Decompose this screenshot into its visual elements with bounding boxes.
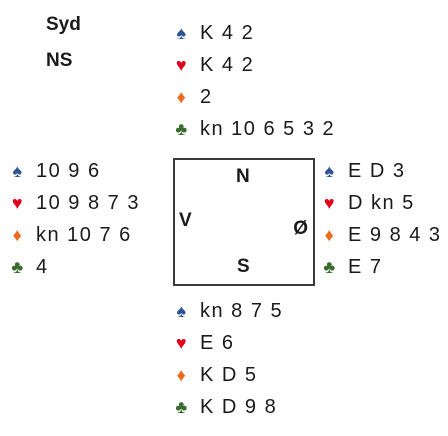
vulnerability-label: NS xyxy=(46,50,73,71)
south-diamonds-row: ♦ K D 5 xyxy=(170,359,283,391)
west-hearts-row: ♥ 10 9 8 7 3 xyxy=(6,187,140,219)
east-spades-row: ♠ E D 3 xyxy=(318,155,442,187)
south-clubs-cards: K D 9 8 xyxy=(200,395,278,418)
bridge-table: N S V Ø xyxy=(173,158,315,286)
east-hearts-row: ♥ D kn 5 xyxy=(318,187,442,219)
south-hand: ♠ kn 8 7 5 ♥ E 6 ♦ K D 5 ♣ K D 9 8 xyxy=(170,295,283,423)
club-icon: ♣ xyxy=(11,256,25,277)
heart-icon: ♥ xyxy=(323,192,337,213)
east-clubs-cards: E 7 xyxy=(348,255,383,278)
compass-south: S xyxy=(237,256,250,277)
east-diamonds-cards: E 9 8 4 3 xyxy=(348,223,442,246)
south-spades-row: ♠ kn 8 7 5 xyxy=(170,295,283,327)
spade-icon: ♠ xyxy=(176,22,188,43)
diamond-icon: ♦ xyxy=(176,364,188,385)
club-icon: ♣ xyxy=(175,396,189,417)
heart-icon: ♥ xyxy=(175,332,189,353)
club-icon: ♣ xyxy=(323,256,337,277)
west-diamonds-cards: kn 10 7 6 xyxy=(36,223,132,246)
south-diamonds-cards: K D 5 xyxy=(200,363,258,386)
spade-icon: ♠ xyxy=(324,160,336,181)
compass-north: N xyxy=(236,166,250,187)
west-clubs-row: ♣ 4 xyxy=(6,251,140,283)
north-diamonds-cards: 2 xyxy=(200,85,213,108)
south-clubs-row: ♣ K D 9 8 xyxy=(170,391,283,423)
north-spades-cards: K 4 2 xyxy=(200,21,255,44)
diamond-icon: ♦ xyxy=(324,224,336,245)
dealer-label: Syd xyxy=(46,14,81,35)
east-diamonds-row: ♦ E 9 8 4 3 xyxy=(318,219,442,251)
north-hearts-row: ♥ K 4 2 xyxy=(170,49,335,81)
east-hearts-cards: D kn 5 xyxy=(348,191,415,214)
west-clubs-cards: 4 xyxy=(36,255,49,278)
spade-icon: ♠ xyxy=(176,300,188,321)
east-hand: ♠ E D 3 ♥ D kn 5 ♦ E 9 8 4 3 ♣ E 7 xyxy=(318,155,442,283)
north-spades-row: ♠ K 4 2 xyxy=(170,17,335,49)
west-hand: ♠ 10 9 6 ♥ 10 9 8 7 3 ♦ kn 10 7 6 ♣ 4 xyxy=(6,155,140,283)
west-diamonds-row: ♦ kn 10 7 6 xyxy=(6,219,140,251)
spade-icon: ♠ xyxy=(12,160,24,181)
north-clubs-row: ♣ kn 10 6 5 3 2 xyxy=(170,113,335,145)
diamond-icon: ♦ xyxy=(12,224,24,245)
diamond-icon: ♦ xyxy=(176,86,188,107)
north-clubs-cards: kn 10 6 5 3 2 xyxy=(200,117,336,140)
compass-east: Ø xyxy=(293,218,308,239)
north-hand: ♠ K 4 2 ♥ K 4 2 ♦ 2 ♣ kn 10 6 5 3 2 xyxy=(170,17,335,145)
south-hearts-row: ♥ E 6 xyxy=(170,327,283,359)
heart-icon: ♥ xyxy=(175,54,189,75)
east-spades-cards: E D 3 xyxy=(348,159,406,182)
west-spades-cards: 10 9 6 xyxy=(36,159,101,182)
heart-icon: ♥ xyxy=(11,192,25,213)
compass-west: V xyxy=(179,210,192,231)
club-icon: ♣ xyxy=(175,118,189,139)
south-spades-cards: kn 8 7 5 xyxy=(200,299,284,322)
north-diamonds-row: ♦ 2 xyxy=(170,81,335,113)
north-hearts-cards: K 4 2 xyxy=(200,53,255,76)
south-hearts-cards: E 6 xyxy=(200,331,235,354)
west-hearts-cards: 10 9 8 7 3 xyxy=(36,191,140,214)
east-clubs-row: ♣ E 7 xyxy=(318,251,442,283)
west-spades-row: ♠ 10 9 6 xyxy=(6,155,140,187)
